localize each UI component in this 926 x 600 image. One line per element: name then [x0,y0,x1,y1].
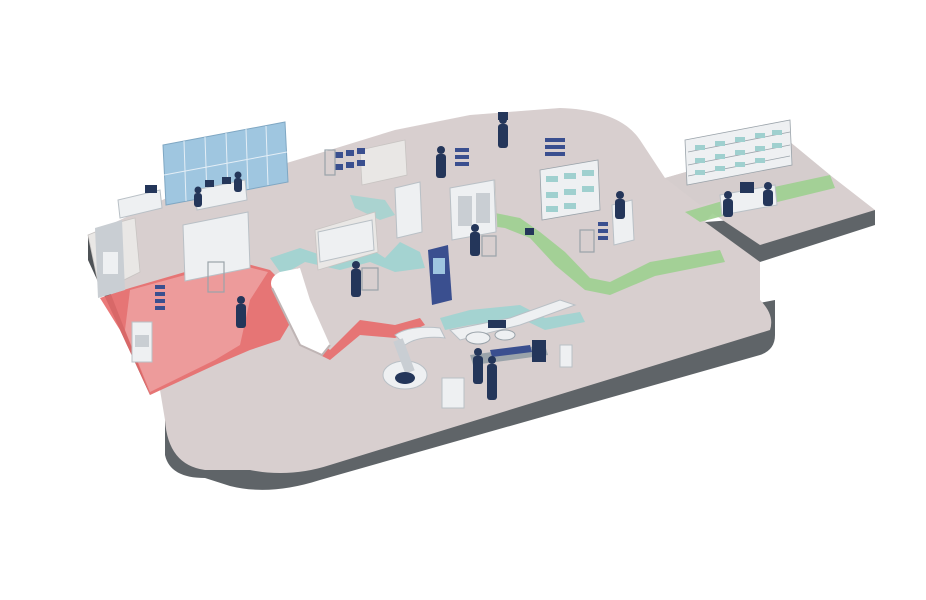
staff-person [615,191,625,219]
staff-person [487,356,497,400]
staff-person [236,296,246,328]
courtyard-cutout [271,268,330,355]
video-wall [162,121,289,206]
staff-person [498,116,508,148]
courtyard-cutout-edge [271,287,331,357]
staff-person [436,146,446,178]
staff-person [723,191,733,217]
staff-person [194,186,202,207]
equipment-units [95,179,635,363]
staff-person [473,348,483,384]
carts [207,149,595,293]
storage-shelving [539,119,793,221]
staff-person [763,182,773,206]
staff-person [470,224,480,256]
instrument-crate-racks [155,138,608,310]
staff-person [234,171,242,192]
staff-figures [194,116,773,400]
zone-red-path [100,262,425,395]
staff-person [351,261,361,297]
